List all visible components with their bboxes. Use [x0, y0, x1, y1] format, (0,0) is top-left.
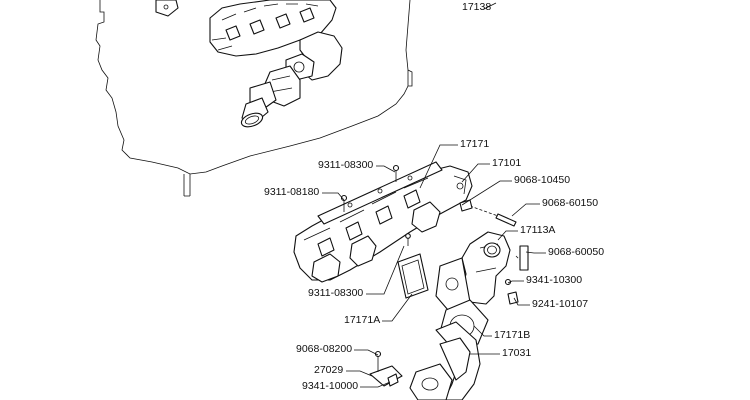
stud-bolts-upper: [340, 164, 411, 246]
callout-9068-10450: 9068-10450: [514, 174, 570, 186]
callout-9311-08300-bottom: 9311-08300: [308, 287, 363, 299]
engine-block-outline: [95, 0, 413, 197]
callout-9311-08180: 9311-08180: [264, 186, 319, 198]
elbow-17113A: [435, 231, 511, 311]
callout-9241-10107: 9241-10107: [532, 298, 588, 310]
callout-27029: 27029: [314, 364, 343, 376]
exhaust-pipe-17031: [409, 321, 481, 400]
callout-17031: 17031: [502, 347, 531, 359]
callout-9068-08200: 9068-08200: [296, 343, 352, 355]
callout-9311-08300-top: 9311-08300: [318, 159, 373, 171]
callout-17171B: 17171B: [494, 329, 530, 341]
callout-17171A: 17171A: [344, 314, 380, 326]
callout-9341-10300: 9341-10300: [526, 274, 582, 286]
callout-labels: 17138 17171 17101 9311-08300 9068-10450 …: [264, 1, 604, 392]
gasket-17171: [317, 161, 443, 225]
exhaust-manifold-17101: [293, 165, 473, 283]
nuts-lower-right: [504, 278, 519, 305]
callout-17138: 17138: [462, 1, 491, 13]
callout-9068-60150: 9068-60150: [542, 197, 598, 209]
callout-9341-10000: 9341-10000: [302, 380, 358, 392]
assembled-exhaust-manifold: [209, 0, 343, 128]
callout-9068-60050: 9068-60050: [548, 246, 604, 258]
cover-plate: [155, 0, 179, 17]
leader-lines: [322, 2, 546, 388]
callout-17101: 17101: [492, 157, 521, 169]
callout-17171: 17171: [460, 138, 489, 150]
flange-gasket-17171A: [397, 253, 429, 299]
bracket-27029: [369, 350, 403, 387]
callout-17113A: 17113A: [520, 224, 555, 236]
